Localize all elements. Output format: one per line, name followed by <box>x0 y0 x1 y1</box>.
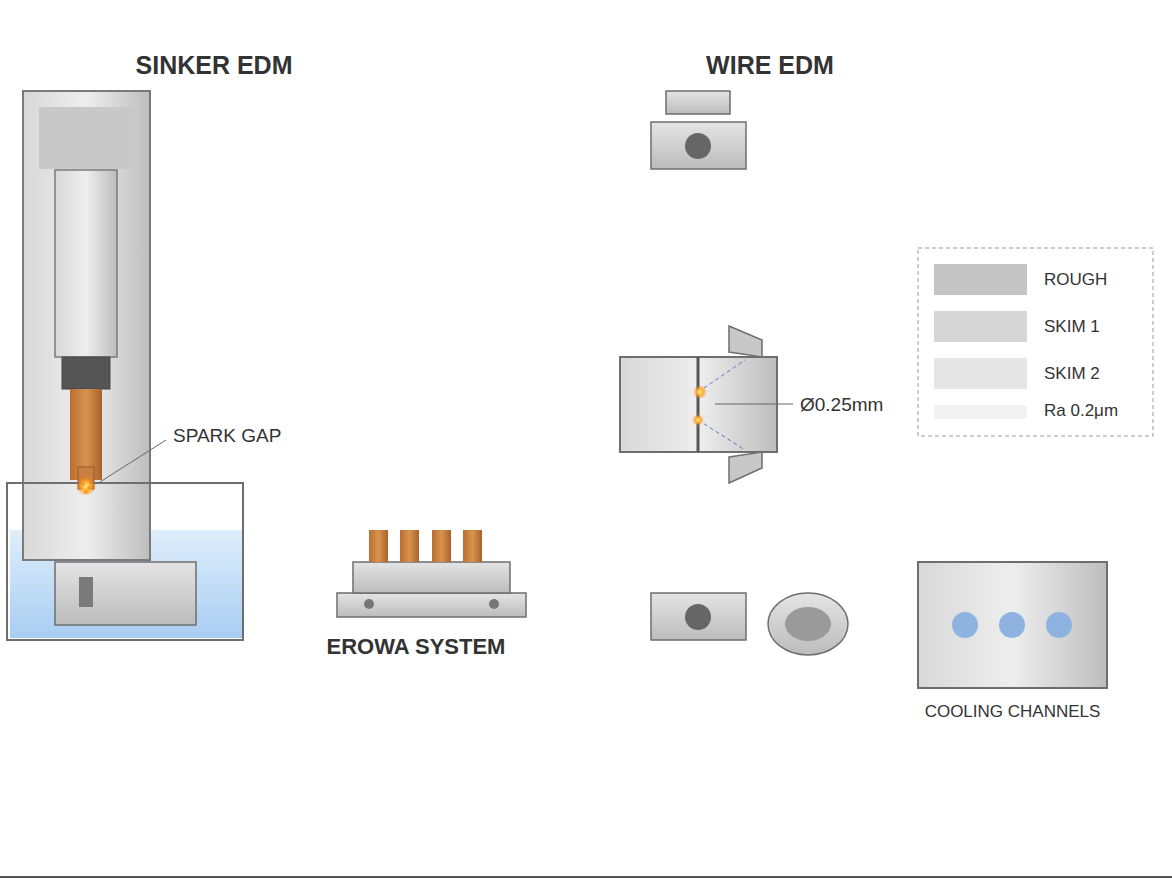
node-caption: COOLING CHANNELS <box>925 702 1101 722</box>
legend-text: SKIM 2 <box>1044 364 1100 384</box>
node-caption: EROWA SYSTEM <box>327 634 506 660</box>
fixture-system: EROWA SYSTEM <box>300 520 532 660</box>
legend-text: SKIM 1 <box>1044 317 1100 337</box>
legend-swatch <box>934 358 1027 389</box>
legend-swatch <box>934 311 1027 342</box>
callout-label: SPARK GAP <box>173 425 281 447</box>
cooling-plate: COOLING CHANNELS <box>890 555 1135 722</box>
dimension-label: Ø0.25mm <box>800 394 883 416</box>
legend-text: Ra 0.2μm <box>1044 401 1118 421</box>
section-title: SINKER EDM <box>136 51 293 80</box>
legend-text: ROUGH <box>1044 270 1107 290</box>
legend-swatch <box>934 264 1027 295</box>
legend-swatch <box>934 405 1027 419</box>
section-title: WIRE EDM <box>706 51 834 80</box>
